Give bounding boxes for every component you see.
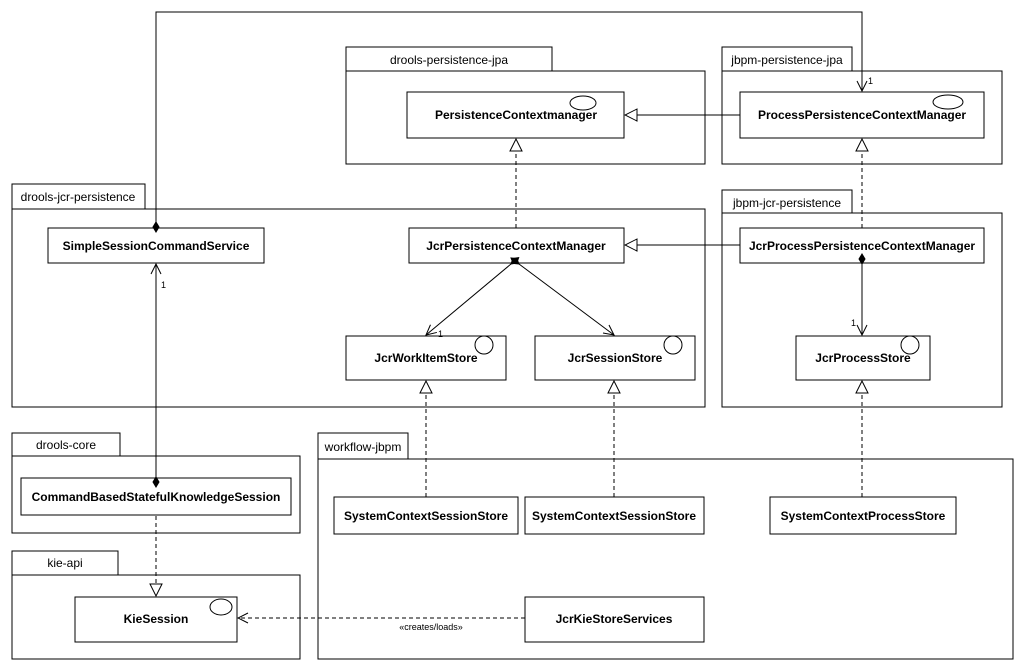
class-kie-session[interactable]: KieSession bbox=[74, 596, 238, 643]
class-name: KieSession bbox=[124, 612, 189, 626]
class-name: JcrProcessStore bbox=[815, 351, 911, 365]
package-label: kie-api bbox=[47, 556, 82, 570]
package-label: workflow-jbpm bbox=[324, 440, 402, 454]
package-label: drools-jcr-persistence bbox=[21, 190, 136, 204]
class-jcr-kie-store-services[interactable]: JcrKieStoreServices bbox=[524, 596, 705, 643]
stereotype-label: «creates/loads» bbox=[399, 622, 463, 632]
class-process-persistence-context-manager[interactable]: ProcessPersistenceContextManager bbox=[739, 91, 985, 139]
class-name: ProcessPersistenceContextManager bbox=[758, 108, 966, 122]
class-name: SystemContextSessionStore bbox=[532, 509, 696, 523]
edge-jcr-ctx-to-work-item bbox=[426, 264, 511, 335]
package-label: drools-persistence-jpa bbox=[390, 53, 508, 67]
class-jcr-persistence-context-manager[interactable]: JcrPersistenceContextManager bbox=[408, 227, 625, 264]
class-name: JcrProcessPersistenceContextManager bbox=[749, 239, 975, 253]
interface-icon bbox=[474, 335, 494, 355]
interface-icon bbox=[663, 335, 683, 355]
class-name: SimpleSessionCommandService bbox=[63, 239, 250, 253]
class-system-context-session-store-1[interactable]: SystemContextSessionStore bbox=[333, 496, 519, 535]
multiplicity-label: 1 bbox=[868, 76, 873, 86]
interface-icon bbox=[209, 598, 233, 616]
package-label: jbpm-persistence-jpa bbox=[730, 53, 843, 67]
class-name: JcrPersistenceContextManager bbox=[426, 239, 606, 253]
edge-jcr-ctx-to-session-store bbox=[519, 264, 614, 335]
class-jcr-work-item-store[interactable]: JcrWorkItemStore bbox=[345, 335, 507, 381]
class-name: JcrSessionStore bbox=[568, 351, 663, 365]
interface-icon bbox=[900, 335, 920, 355]
multiplicity-label: 1 bbox=[851, 318, 856, 328]
class-jcr-session-store[interactable]: JcrSessionStore bbox=[534, 335, 696, 381]
multiplicity-label: 1 bbox=[161, 280, 166, 290]
edge-simple-to-process-ctx bbox=[156, 11, 862, 222]
class-system-context-process-store[interactable]: SystemContextProcessStore bbox=[769, 496, 957, 535]
interface-icon bbox=[932, 94, 964, 110]
class-jcr-process-persistence-context-manager[interactable]: JcrProcessPersistenceContextManager bbox=[739, 227, 985, 264]
class-name: CommandBasedStatefulKnowledgeSession bbox=[32, 490, 281, 504]
package-workflow-jbpm[interactable]: workflow-jbpm bbox=[317, 432, 1014, 660]
package-label: drools-core bbox=[36, 438, 96, 452]
class-simple-session-command-service[interactable]: SimpleSessionCommandService bbox=[47, 227, 265, 264]
class-name: SystemContextProcessStore bbox=[781, 509, 946, 523]
package-label: jbpm-jcr-persistence bbox=[732, 196, 841, 210]
class-command-based-stateful-knowledge-session[interactable]: CommandBasedStatefulKnowledgeSession bbox=[20, 477, 292, 516]
class-persistence-context-manager[interactable]: PersistenceContextmanager bbox=[406, 91, 625, 139]
class-name: SystemContextSessionStore bbox=[344, 509, 508, 523]
class-name: PersistenceContextmanager bbox=[435, 108, 597, 122]
class-jcr-process-store[interactable]: JcrProcessStore bbox=[795, 335, 931, 381]
multiplicity-label: 1 bbox=[438, 329, 443, 339]
class-name: JcrKieStoreServices bbox=[556, 612, 673, 626]
class-system-context-session-store-2[interactable]: SystemContextSessionStore bbox=[524, 496, 705, 535]
class-name: JcrWorkItemStore bbox=[374, 351, 477, 365]
